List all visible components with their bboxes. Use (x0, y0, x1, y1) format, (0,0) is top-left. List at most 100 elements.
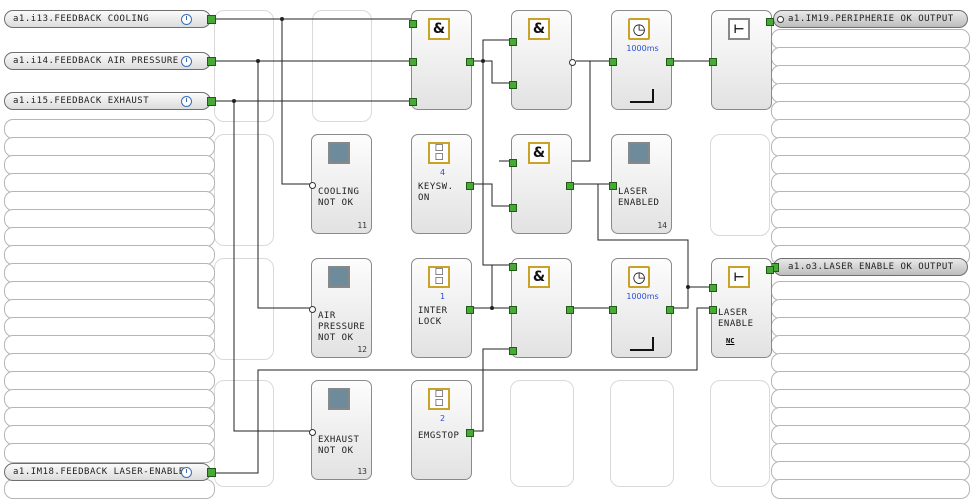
inverted-output-port[interactable] (569, 59, 576, 66)
function-key-block-keysw[interactable]: □□ 4 KEYSW. ON (411, 134, 474, 234)
output-laser-enable-ok[interactable]: a1.o3.LASER ENABLE OK OUTPUT (770, 258, 968, 276)
timer-icon (630, 337, 654, 351)
and-gate-symbol: & (528, 266, 550, 288)
input-label: a1.i15.FEEDBACK EXHAUST (13, 96, 150, 106)
input-port[interactable] (509, 306, 517, 314)
clock-icon (181, 56, 192, 67)
input-label: a1.IM18.FEEDBACK LASER-ENABLE (13, 467, 185, 477)
function-key-icon: □□ (428, 266, 450, 288)
grid-cell (214, 134, 274, 246)
wire (470, 183, 512, 207)
input-port[interactable] (509, 81, 517, 89)
wire (470, 60, 512, 84)
input-port[interactable] (709, 284, 717, 292)
input-port[interactable] (409, 20, 417, 28)
function-key-icon: □□ (428, 142, 450, 164)
output-port[interactable] (466, 182, 474, 190)
output-port[interactable] (466, 429, 474, 437)
and-block-3[interactable]: & (509, 134, 574, 234)
output-port[interactable] (466, 58, 474, 66)
output-port[interactable] (207, 15, 216, 24)
and-block-2[interactable]: & (509, 10, 576, 110)
function-key-block-emgstop[interactable]: □□ 2 EMGSTOP (411, 380, 474, 480)
input-port[interactable] (509, 347, 517, 355)
input-feedback-exhaust[interactable]: a1.i15.FEEDBACK EXHAUST (4, 92, 216, 110)
output-port[interactable] (466, 306, 474, 314)
wire (670, 286, 712, 309)
block-label: PRESSURE (318, 322, 366, 332)
output-relay-icon: ⊢ (728, 266, 750, 288)
input-port[interactable] (309, 429, 316, 436)
clock-icon (181, 96, 192, 107)
key-number: 2 (439, 414, 446, 423)
block-label: ENABLED (618, 198, 660, 208)
block-label: NOT OK (318, 198, 354, 208)
wire-junction (256, 59, 260, 63)
input-port[interactable] (609, 58, 617, 66)
output-port[interactable] (207, 57, 216, 66)
key-number: 1 (439, 292, 446, 301)
input-port[interactable] (709, 306, 717, 314)
input-port[interactable] (409, 58, 417, 66)
input-port[interactable] (509, 159, 517, 167)
message-block-cooling[interactable]: COOLING NOT OK 11 (309, 134, 372, 234)
timer-icon (630, 89, 654, 103)
output-port[interactable] (566, 306, 574, 314)
laser-enable-block[interactable]: ⊢ LASER ENABLE NC (709, 258, 774, 358)
key-number: 4 (439, 168, 446, 177)
output-port[interactable] (566, 182, 574, 190)
input-feedback-laser-enable[interactable]: a1.IM18.FEEDBACK LASER-ENABLE (4, 463, 216, 481)
wire (281, 19, 310, 185)
message-block-laser-enabled[interactable]: LASER ENABLED 14 (609, 134, 672, 234)
output-label: a1.o3.LASER ENABLE OK OUTPUT (788, 262, 954, 272)
wire (482, 61, 512, 266)
function-key-block-interlock[interactable]: □□ 1 INTER LOCK (411, 258, 474, 358)
input-slot[interactable] (4, 443, 215, 463)
block-label: NOT OK (318, 446, 354, 456)
input-feedback-air-pressure[interactable]: a1.i14.FEEDBACK AIR PRESSURE (4, 52, 216, 70)
output-relay-block-1[interactable]: ⊢ (709, 10, 774, 110)
input-port[interactable] (509, 204, 517, 212)
timer-block-1[interactable]: ◷ 1000ms (609, 10, 674, 110)
input-port[interactable] (309, 182, 316, 189)
message-block-air-pressure[interactable]: AIR PRESSURE NOT OK 12 (309, 258, 372, 358)
input-port[interactable] (409, 98, 417, 106)
block-label: NOT OK (318, 333, 354, 343)
input-port[interactable] (609, 306, 617, 314)
block-label: EMGSTOP (418, 431, 460, 441)
nc-contact-label: NC (726, 337, 735, 345)
wire-junction (481, 59, 485, 63)
grid-cell (710, 134, 770, 236)
input-port[interactable] (509, 38, 517, 46)
output-port[interactable] (766, 18, 774, 26)
wire-junction (232, 99, 236, 103)
wire (233, 101, 310, 432)
input-port[interactable] (709, 58, 717, 66)
and-gate-symbol: & (528, 142, 550, 164)
input-port[interactable] (509, 263, 517, 271)
timer-block-2[interactable]: ◷ 1000ms (609, 258, 674, 358)
block-label: EXHAUST (318, 435, 360, 445)
message-display-icon (328, 142, 350, 164)
wire (211, 18, 413, 25)
output-port[interactable] (766, 266, 774, 274)
and-block-1[interactable]: & (409, 10, 474, 110)
block-number: 11 (357, 221, 367, 230)
input-label: a1.i13.FEEDBACK COOLING (13, 14, 150, 24)
output-port[interactable] (666, 306, 674, 314)
output-port[interactable] (207, 468, 216, 477)
input-port[interactable] (609, 182, 617, 190)
grid-cell (710, 380, 770, 487)
output-port[interactable] (666, 58, 674, 66)
grid-cell (214, 10, 274, 122)
output-peripherie-ok[interactable]: a1.IM19.PERIPHERIE OK OUTPUT (773, 10, 968, 28)
input-port[interactable] (777, 16, 784, 23)
input-feedback-cooling[interactable]: a1.i13.FEEDBACK COOLING (4, 10, 216, 28)
output-port[interactable] (207, 97, 216, 106)
message-block-exhaust[interactable]: EXHAUST NOT OK 13 (309, 380, 372, 480)
function-key-icon: □□ (428, 388, 450, 410)
and-block-4[interactable]: & (509, 258, 574, 358)
wire (257, 61, 310, 309)
input-port[interactable] (309, 306, 316, 313)
